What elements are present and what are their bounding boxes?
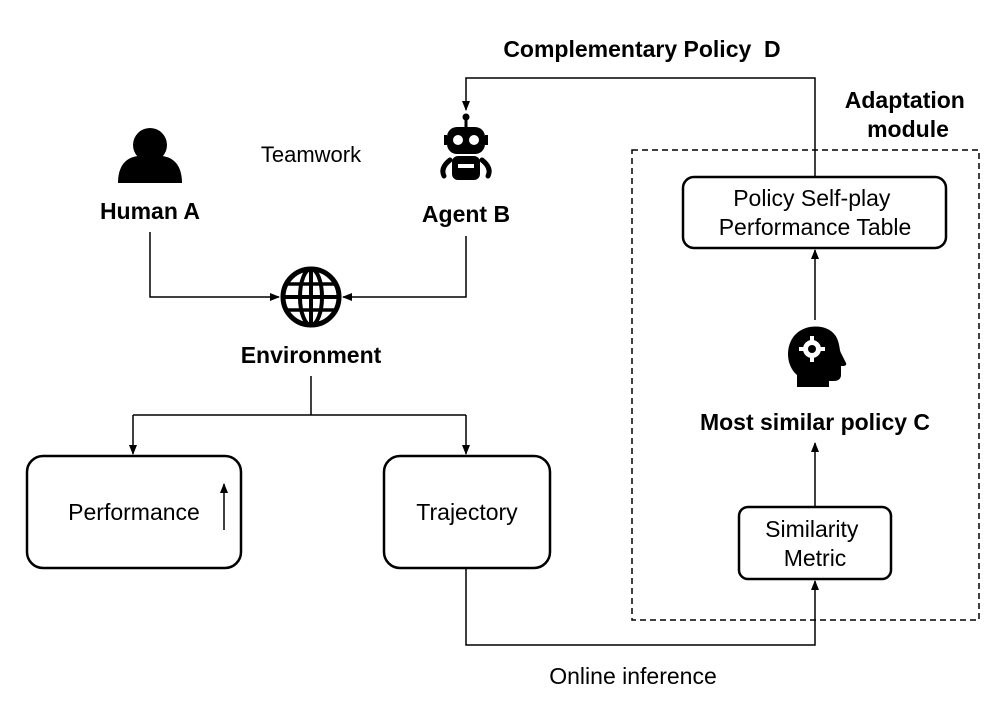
similarity-metric-label: Similarity Metric [765, 516, 865, 571]
person-icon [118, 128, 182, 183]
trajectory-box [382, 454, 552, 570]
similarity-metric-line2: Metric [784, 545, 847, 571]
policy-table-label: Policy Self-play Performance Table [719, 185, 912, 240]
online-inference-label: Online inference [549, 663, 717, 689]
environment-label: Environment [241, 342, 382, 368]
adaptation-module-label-line1: Adaptation [845, 87, 965, 113]
teamwork-label: Teamwork [261, 142, 362, 167]
brain-gear-icon [788, 326, 847, 387]
agent-to-environment-arrow [342, 236, 467, 301]
human-label: Human A [100, 198, 200, 224]
similarity-metric-line1: Similarity [765, 516, 859, 542]
policy-table-line1: Policy Self-play [733, 185, 891, 211]
agent-label: Agent B [422, 201, 510, 227]
complementary-policy-label: Complementary Policy D [503, 36, 780, 62]
adaptation-module-label-line2: module [867, 116, 949, 142]
performance-label: Performance [68, 499, 200, 525]
environment-split-connector [133, 376, 466, 416]
trajectory-label: Trajectory [416, 499, 518, 525]
adaptation-module-label: Adaptation module [845, 87, 972, 142]
complementary-policy-arrow [462, 77, 816, 177]
adaptation-module-region [631, 149, 980, 621]
policy-table-line2: Performance Table [719, 214, 912, 240]
human-to-environment-arrow [149, 232, 280, 301]
globe-icon [280, 266, 342, 328]
performance-box [25, 454, 243, 570]
most-similar-policy-label: Most similar policy C [700, 409, 930, 435]
robot-icon [440, 113, 492, 180]
online-inference-arrow [465, 568, 819, 646]
